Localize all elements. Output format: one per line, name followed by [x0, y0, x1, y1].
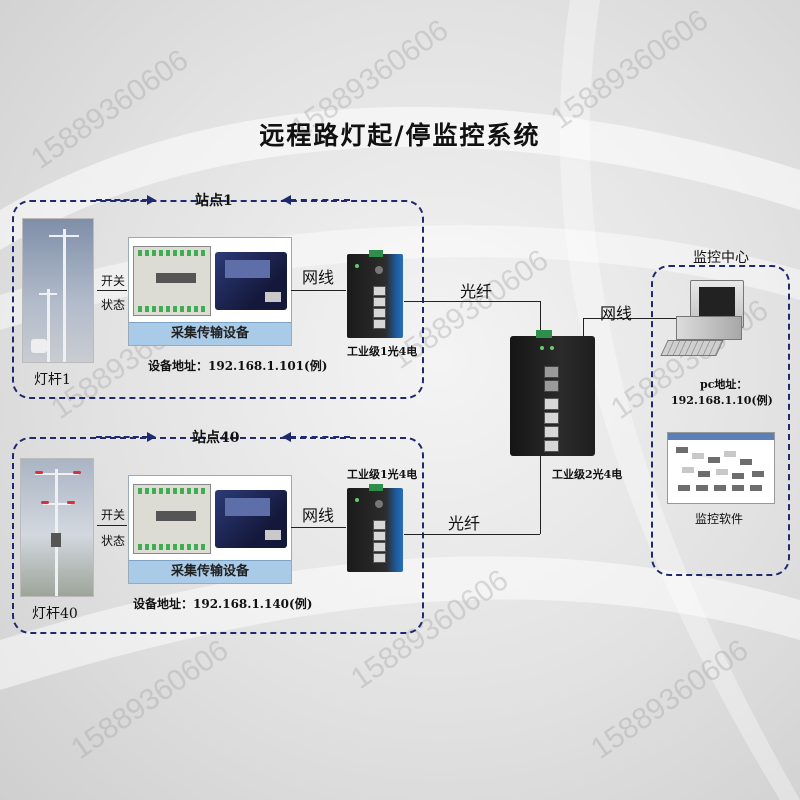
pole-40-label: 灯杆40 [32, 606, 78, 622]
site-1-device-label: 采集传输设备 [129, 322, 291, 345]
fiber-bottom-label: 光纤 [448, 514, 481, 533]
fiber-bottom-line-h [404, 534, 540, 535]
site-40-control-line [97, 525, 127, 526]
fiber-top-label: 光纤 [460, 282, 493, 301]
site-40-box [12, 437, 424, 634]
site-40-switch [347, 484, 403, 572]
site-1-title: 站点1 [195, 193, 233, 209]
fiber-bottom-line-v [540, 456, 541, 534]
site-40-switch-model: 工业级1光4电 [347, 468, 418, 481]
site-40-cable-label: 网线 [302, 506, 335, 525]
site-1-box [12, 200, 424, 399]
site-40-address: 设备地址：192.168.1.140(例) [133, 597, 313, 611]
pc-case [676, 316, 742, 340]
site-40-arrow-right [96, 432, 156, 442]
site-40-device-panel: 采集传输设备 [128, 475, 292, 584]
fiber-top-line-h [404, 301, 540, 302]
site-40-switch-label: 开关 [101, 508, 126, 522]
site-1-arrow-right [96, 195, 156, 205]
fiber-top-line-v [540, 301, 541, 335]
site-1-switch-model: 工业级1光4电 [347, 345, 418, 358]
core-switch [510, 330, 595, 456]
pc-address: 192.168.1.10(例) [671, 394, 773, 407]
pc-keyboard [660, 340, 724, 356]
pole-1-label: 灯杆1 [34, 372, 71, 388]
site-40-cable-line [291, 527, 346, 528]
site-1-control-line [97, 290, 127, 291]
site-1-switch [347, 250, 403, 338]
io-board-40 [133, 484, 211, 554]
pc-address-label: pc地址： [700, 378, 748, 391]
street-light-photo-1 [22, 218, 94, 363]
site-1-cable-line [291, 290, 346, 291]
transmit-module-1 [215, 252, 287, 310]
diagram-title: 远程路灯起/停监控系统 [259, 121, 541, 150]
site-40-arrow-left [282, 432, 350, 442]
street-light-photo-40 [20, 458, 94, 597]
site-1-arrow-left [282, 195, 350, 205]
site-1-status-label: 状态 [101, 298, 126, 312]
core-switch-model: 工业级2光4电 [552, 468, 623, 481]
site-1-address: 设备地址：192.168.1.101(例) [148, 359, 328, 373]
monitor-software-label: 监控软件 [695, 512, 744, 526]
site-1-device-panel: 采集传输设备 [128, 237, 292, 346]
site-40-device-label: 采集传输设备 [129, 560, 291, 583]
transmit-module-40 [215, 490, 287, 548]
site-1-cable-label: 网线 [302, 268, 335, 287]
site-1-switch-label: 开关 [101, 274, 126, 288]
monitor-software-screenshot [667, 432, 775, 504]
center-cable-line-v [583, 318, 584, 338]
monitor-center-title: 监控中心 [693, 250, 749, 266]
site-40-status-label: 状态 [101, 534, 126, 548]
io-board-1 [133, 246, 211, 316]
center-cable-label: 网线 [600, 304, 633, 323]
site-40-title: 站点40 [192, 430, 240, 446]
monitor-center-box [651, 265, 790, 576]
center-cable-line-h [583, 318, 678, 319]
